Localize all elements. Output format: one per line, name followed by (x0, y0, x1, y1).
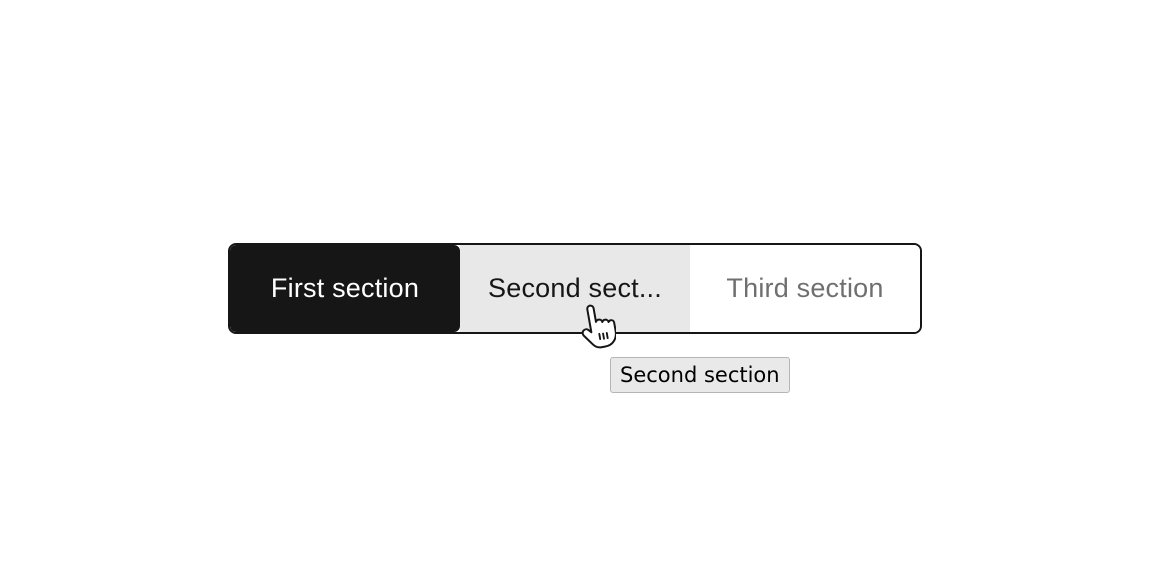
tab-third-section[interactable]: Third section (690, 245, 920, 332)
tab-second-section[interactable]: Second sect... (460, 245, 690, 332)
tab-first-section[interactable]: First section (230, 245, 460, 332)
tooltip: Second section (610, 357, 790, 393)
content-switcher: First section Second sect... Third secti… (228, 243, 922, 334)
